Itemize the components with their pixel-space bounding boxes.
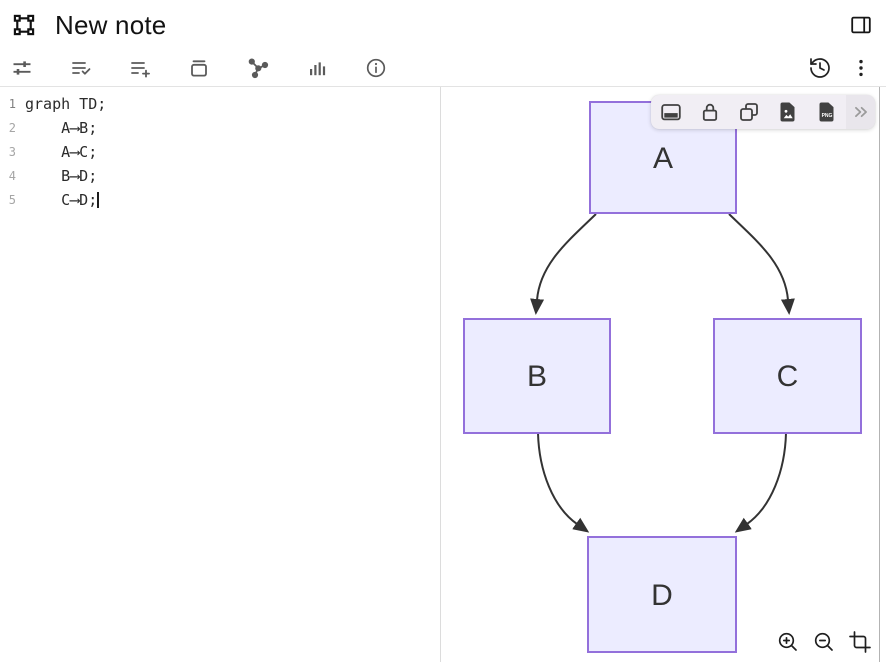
copy-icon[interactable] xyxy=(729,95,768,129)
crop-icon[interactable] xyxy=(848,630,872,654)
node-A-label: A xyxy=(653,142,673,175)
more-icon[interactable] xyxy=(846,95,875,129)
line-number: 2 xyxy=(8,121,16,135)
code-text: A⟶C; xyxy=(25,143,98,161)
code-line-4[interactable]: 4 B⟶D; xyxy=(0,164,440,188)
code-line-2[interactable]: 2 A⟶B; xyxy=(0,116,440,140)
title-bar: New note xyxy=(0,0,886,50)
mermaid-diagram: A B C D xyxy=(463,101,862,653)
main-area: 1 graph TD; 2 A⟶B; 3 A⟶C; 4 B⟶D; 5 C⟶D; xyxy=(0,87,886,662)
node-C xyxy=(713,318,862,434)
line-number: 5 xyxy=(8,193,16,207)
toolbar xyxy=(0,50,886,87)
code-text: B⟶D; xyxy=(25,167,98,185)
code-text: A⟶B; xyxy=(25,119,98,137)
graph-icon[interactable] xyxy=(246,56,270,80)
diagram-floating-toolbar: PNG xyxy=(651,95,875,129)
code-line-1[interactable]: 1 graph TD; xyxy=(0,92,440,116)
code-line-3[interactable]: 3 A⟶C; xyxy=(0,140,440,164)
frame-icon xyxy=(11,12,37,38)
page-title[interactable]: New note xyxy=(55,9,167,40)
edge-A-B xyxy=(530,213,597,315)
tune-icon[interactable] xyxy=(10,56,34,80)
code-editor[interactable]: 1 graph TD; 2 A⟶B; 3 A⟶C; 4 B⟶D; 5 C⟶D; xyxy=(0,87,441,662)
edge-B-D xyxy=(537,432,590,533)
bar-chart-icon[interactable] xyxy=(305,56,329,80)
png-export-icon[interactable]: PNG xyxy=(807,95,846,129)
lock-icon[interactable] xyxy=(690,95,729,129)
node-D xyxy=(587,536,737,653)
line-number: 3 xyxy=(8,145,16,159)
info-icon[interactable] xyxy=(364,56,388,80)
node-C-label: C xyxy=(777,360,799,393)
list-check-icon[interactable] xyxy=(69,56,93,80)
edge-C-D xyxy=(734,432,787,533)
line-number: 4 xyxy=(8,169,16,183)
code-text: graph TD; xyxy=(25,95,107,113)
diagram-preview[interactable]: A B C D xyxy=(441,87,886,662)
node-B-label: B xyxy=(527,360,547,393)
list-add-icon[interactable] xyxy=(128,56,152,80)
archive-icon[interactable] xyxy=(187,56,211,80)
kebab-menu-icon[interactable] xyxy=(849,56,873,80)
zoom-in-icon[interactable] xyxy=(776,630,800,654)
edge-A-C xyxy=(728,213,795,315)
node-B xyxy=(463,318,611,434)
zoom-out-icon[interactable] xyxy=(812,630,836,654)
code-text: C⟶D; xyxy=(25,191,98,209)
png-label: PNG xyxy=(821,113,832,119)
line-number: 1 xyxy=(8,97,16,111)
code-line-5[interactable]: 5 C⟶D; xyxy=(0,188,440,212)
sidebar-right-icon[interactable] xyxy=(849,13,873,37)
history-icon[interactable] xyxy=(808,56,832,80)
text-cursor xyxy=(97,192,99,208)
preview-scrollbar[interactable] xyxy=(879,87,880,662)
image-export-icon[interactable] xyxy=(768,95,807,129)
node-D-label: D xyxy=(651,579,673,612)
zoom-controls xyxy=(776,630,872,654)
panel-icon[interactable] xyxy=(651,95,690,129)
